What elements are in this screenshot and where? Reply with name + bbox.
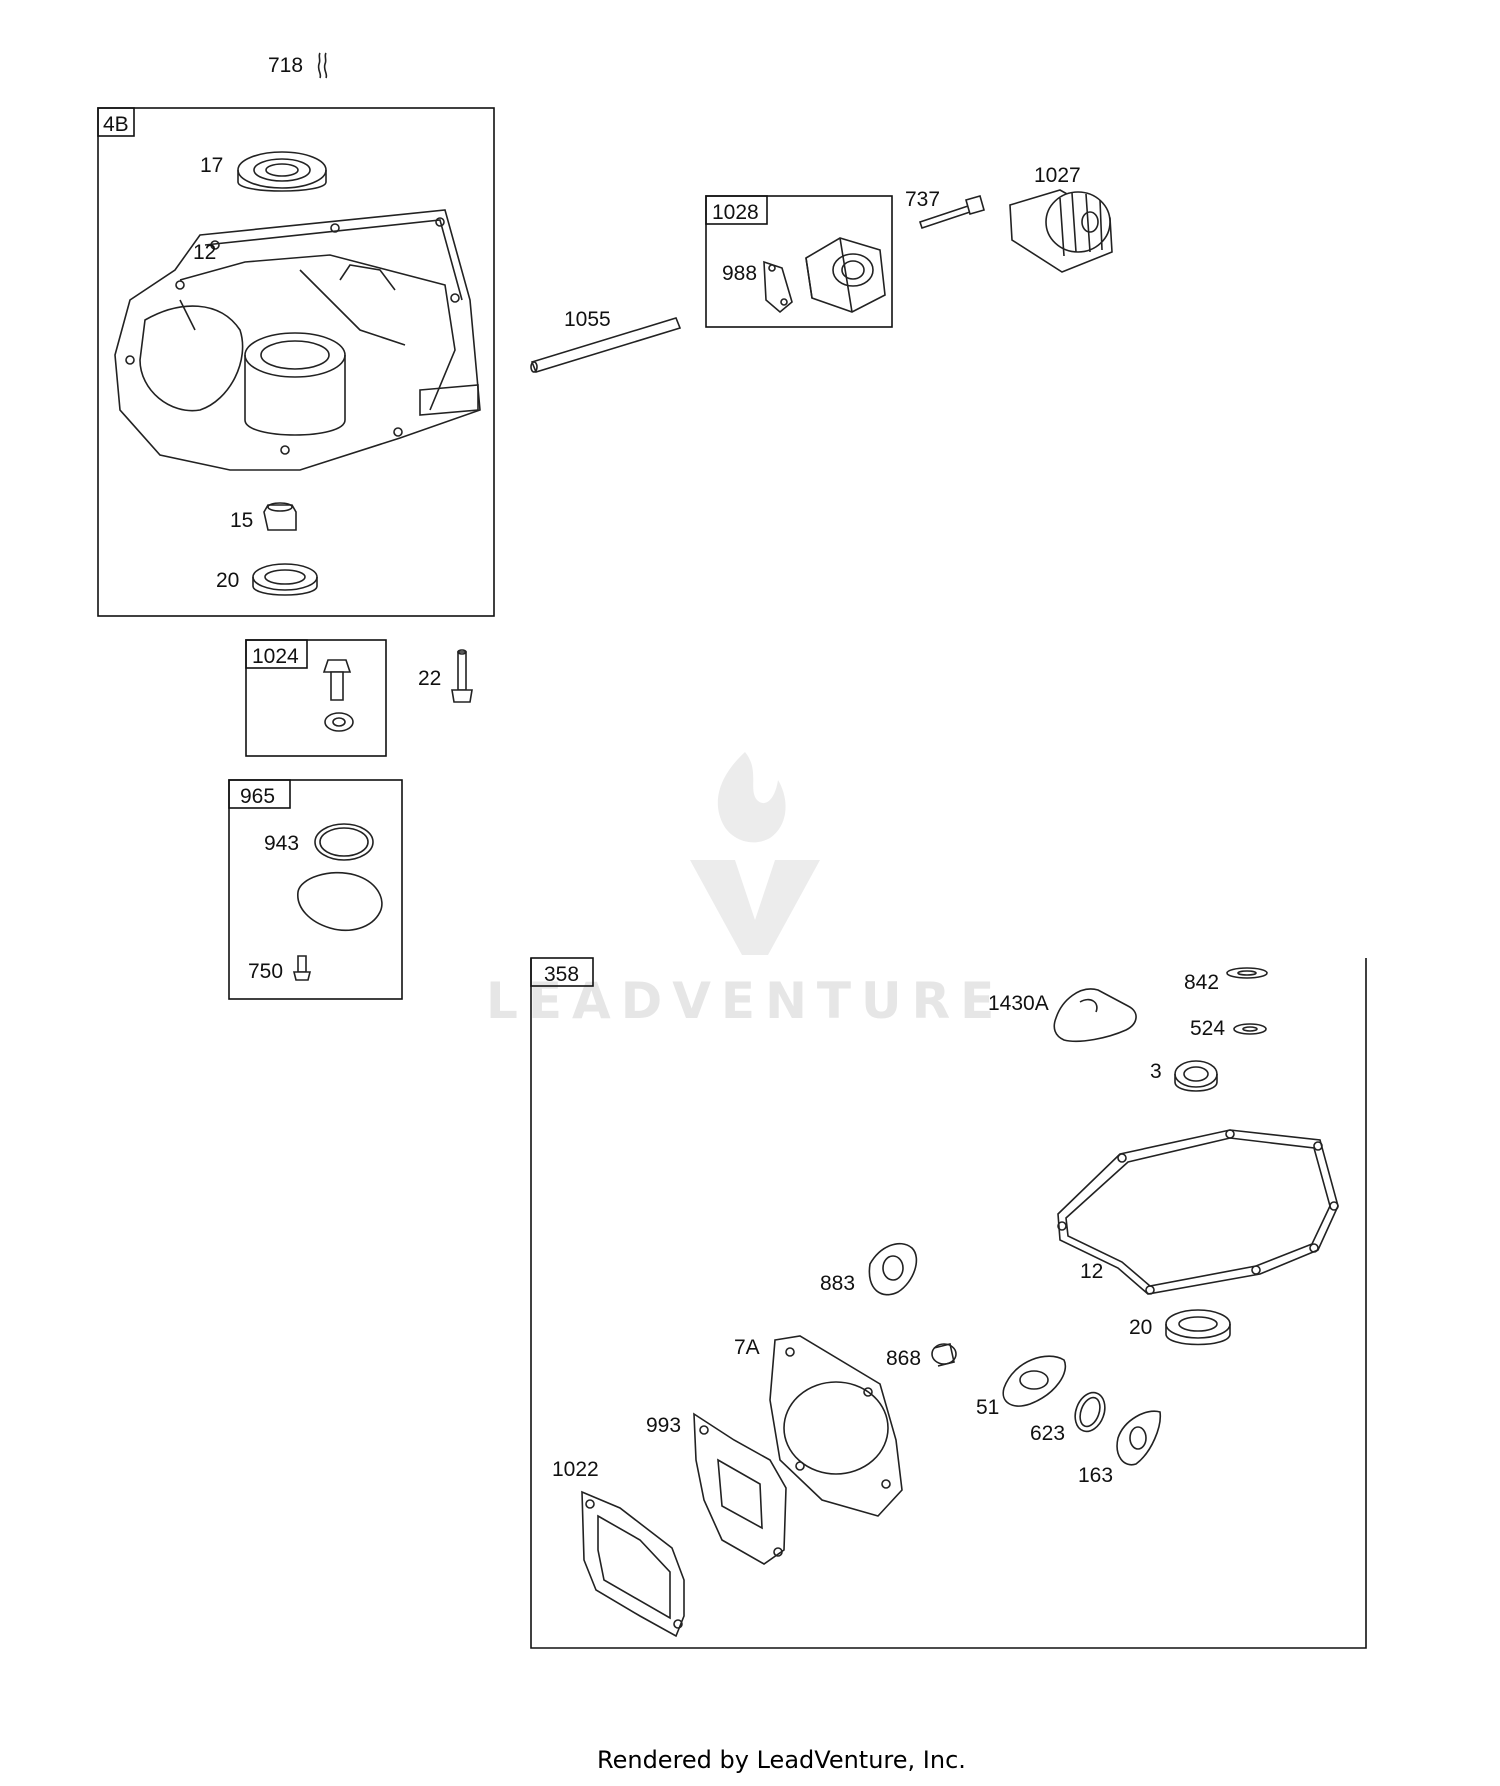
- callout-12-kit: 12: [1080, 1260, 1103, 1283]
- crankcase-cover-12: [114, 209, 481, 471]
- gasket-883: [868, 1242, 918, 1296]
- gasket-51: [1002, 1355, 1067, 1407]
- kit-358-box: [530, 958, 1367, 1649]
- callout-842: 842: [1184, 971, 1219, 994]
- callout-163: 163: [1078, 1464, 1113, 1487]
- callout-1430A: 1430A: [988, 992, 1049, 1015]
- callout-883: 883: [820, 1272, 855, 1295]
- kit-1024-label: 1024: [252, 645, 299, 668]
- gasket-1430A: [1053, 988, 1137, 1043]
- kit-1024-box: [245, 639, 387, 757]
- oil-filter-1027: [1009, 189, 1113, 273]
- kit-1028-label-box: [705, 195, 768, 225]
- gasket-988: [763, 260, 793, 314]
- callout-20-kit: 20: [1129, 1316, 1152, 1339]
- o-ring-943: [314, 823, 374, 861]
- head-gasket-7A: [769, 1335, 903, 1517]
- callout-15: 15: [230, 509, 253, 532]
- kit-965-label: 965: [240, 785, 275, 808]
- callout-17: 17: [200, 154, 223, 177]
- cover-gasket-965: [297, 871, 383, 932]
- pin-718: [317, 52, 328, 79]
- o-ring-623: [1074, 1391, 1106, 1433]
- callout-718: 718: [268, 54, 303, 77]
- bearing-17: [237, 151, 327, 192]
- crankcase-gasket-12-kit: [1057, 1129, 1339, 1295]
- kit-1024-label-box: [245, 639, 308, 669]
- gasket-993: [693, 1412, 787, 1565]
- plug-15: [263, 502, 297, 531]
- callout-988: 988: [722, 262, 757, 285]
- kit-1028-label: 1028: [712, 201, 759, 224]
- oil-seal-20-top: [252, 563, 318, 596]
- callout-20-top: 20: [216, 569, 239, 592]
- callout-7A: 7A: [734, 1336, 760, 1359]
- washer-842: [1226, 967, 1268, 979]
- callout-623: 623: [1030, 1422, 1065, 1445]
- leadventure-watermark-logo: [690, 752, 820, 955]
- kit-1028-box: [705, 195, 893, 328]
- footer-credit: Rendered by LeadVenture, Inc.: [597, 1746, 966, 1774]
- kit-4B-label: 4B: [103, 113, 129, 136]
- kit-965-box: [228, 779, 403, 1000]
- callout-3: 3: [1150, 1060, 1162, 1083]
- oil-seal-20-kit: [1165, 1309, 1231, 1346]
- callout-1022: 1022: [552, 1458, 599, 1481]
- callout-524: 524: [1190, 1017, 1225, 1040]
- seal-3: [1174, 1060, 1218, 1092]
- kit-358-label: 358: [544, 963, 579, 986]
- callout-737: 737: [905, 188, 940, 211]
- filter-adapter: [805, 237, 886, 313]
- screw-1024: [322, 659, 354, 732]
- bolt-737: [918, 195, 985, 230]
- kit-4B-box: [97, 107, 495, 617]
- washer-524: [1233, 1023, 1267, 1035]
- gasket-163: [1116, 1410, 1161, 1466]
- callout-22: 22: [418, 667, 441, 690]
- tube-1055: [530, 317, 682, 373]
- callout-993: 993: [646, 1414, 681, 1437]
- callout-1027: 1027: [1034, 164, 1081, 187]
- plug-868: [931, 1343, 957, 1367]
- bolt-22: [451, 649, 473, 703]
- gasket-1022: [581, 1490, 685, 1638]
- callout-12-top: 12: [193, 241, 216, 264]
- watermark-text: LEADVENTURE: [486, 972, 1004, 1030]
- callout-750: 750: [248, 960, 283, 983]
- kit-965-label-box: [228, 779, 291, 809]
- callout-943: 943: [264, 832, 299, 855]
- kit-4B-label-box: [97, 107, 135, 137]
- callout-868: 868: [886, 1347, 921, 1370]
- callout-51: 51: [976, 1396, 999, 1419]
- callout-1055: 1055: [564, 308, 611, 331]
- kit-358-label-box: [530, 957, 594, 987]
- screw-750: [292, 955, 312, 981]
